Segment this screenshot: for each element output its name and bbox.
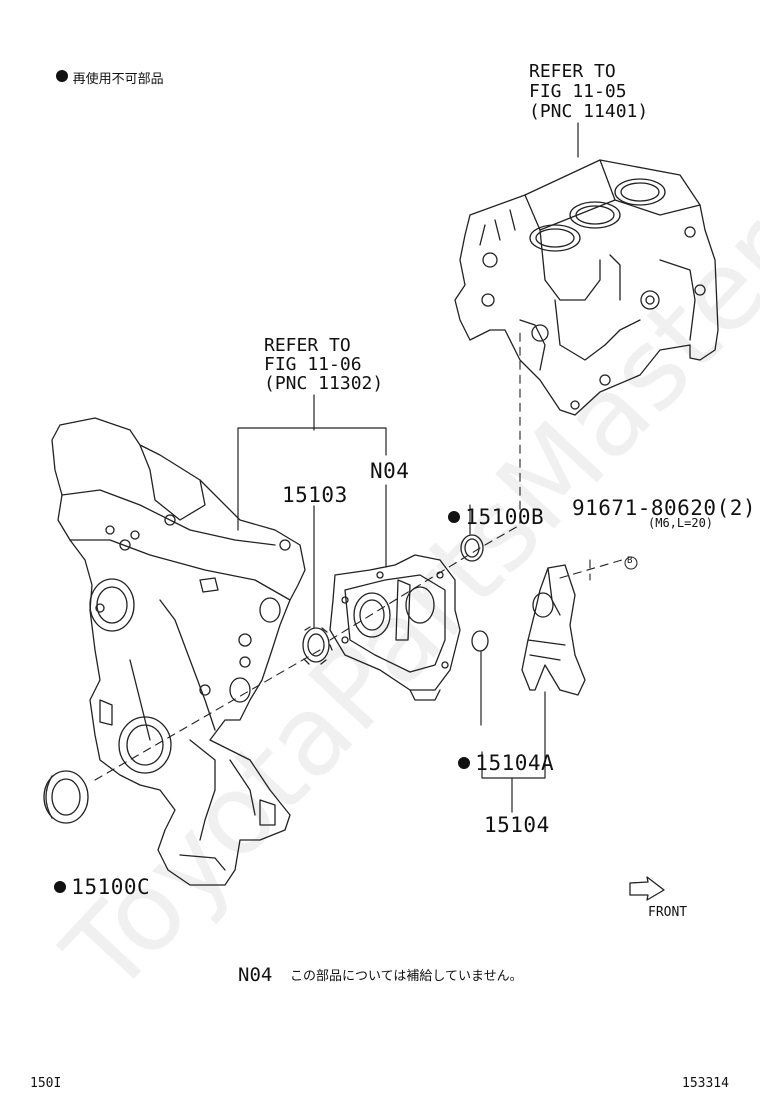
cover-ref-line3: (PNC 11302)	[264, 373, 384, 394]
part-label-15100B[interactable]: 15100B	[422, 484, 544, 528]
ref-b-letter: B	[627, 556, 633, 566]
gear-15103-drawing	[302, 626, 333, 665]
legend-note-text: 再使用不可部品	[72, 71, 164, 87]
part-label-15104A-text: 15104A	[475, 751, 555, 776]
cover-ref-line2: FIG 11-06	[264, 354, 362, 375]
timing-cover-drawing	[51, 417, 306, 886]
part-label-15104[interactable]: 15104	[484, 813, 550, 837]
part-label-N04[interactable]: N04	[370, 459, 410, 483]
non-reusable-bullet-icon	[54, 881, 67, 894]
legend-note: 再使用不可部品	[40, 56, 164, 86]
front-label: FRONT	[648, 905, 688, 920]
non-reusable-bullet-icon	[458, 757, 471, 770]
part-label-15100C-text: 15100C	[71, 875, 151, 900]
pump-body-N04-drawing	[329, 554, 461, 701]
part-label-15104A[interactable]: 15104A	[432, 730, 554, 774]
o-ring-15104A-drawing	[471, 630, 489, 652]
part-label-15103[interactable]: 15103	[282, 483, 348, 507]
oil-seal-15100C-drawing	[43, 770, 89, 824]
block-ref-line2: FIG 11-05	[529, 81, 627, 102]
cylinder-block-drawing	[454, 159, 719, 416]
cover-ref-line1: REFER TO	[264, 335, 351, 356]
part-label-91671-80620[interactable]: 91671-80620(2)	[572, 496, 757, 520]
leader-lines	[237, 122, 579, 813]
footnote-text: この部品については補給していません。	[290, 969, 523, 984]
front-arrow-icon	[629, 876, 665, 901]
non-reusable-bullet-icon	[448, 511, 461, 524]
part-label-15100C[interactable]: 15100C	[28, 854, 150, 898]
footer-left-code: 150I	[30, 1076, 62, 1091]
alignment-lines	[94, 329, 623, 781]
oil-strainer-15104-drawing	[521, 564, 586, 696]
bolt-spec: (M6,L=20)	[648, 516, 714, 530]
footer-illustration-number: 153314	[682, 1076, 729, 1091]
footnote-code: N04	[238, 964, 273, 986]
block-ref-line1: REFER TO	[529, 61, 616, 82]
ref-b-circle-icon	[624, 556, 638, 570]
block-ref-line3: (PNC 11401)	[529, 101, 649, 122]
part-label-15100B-text: 15100B	[465, 505, 545, 530]
non-reusable-bullet-icon	[55, 69, 68, 82]
